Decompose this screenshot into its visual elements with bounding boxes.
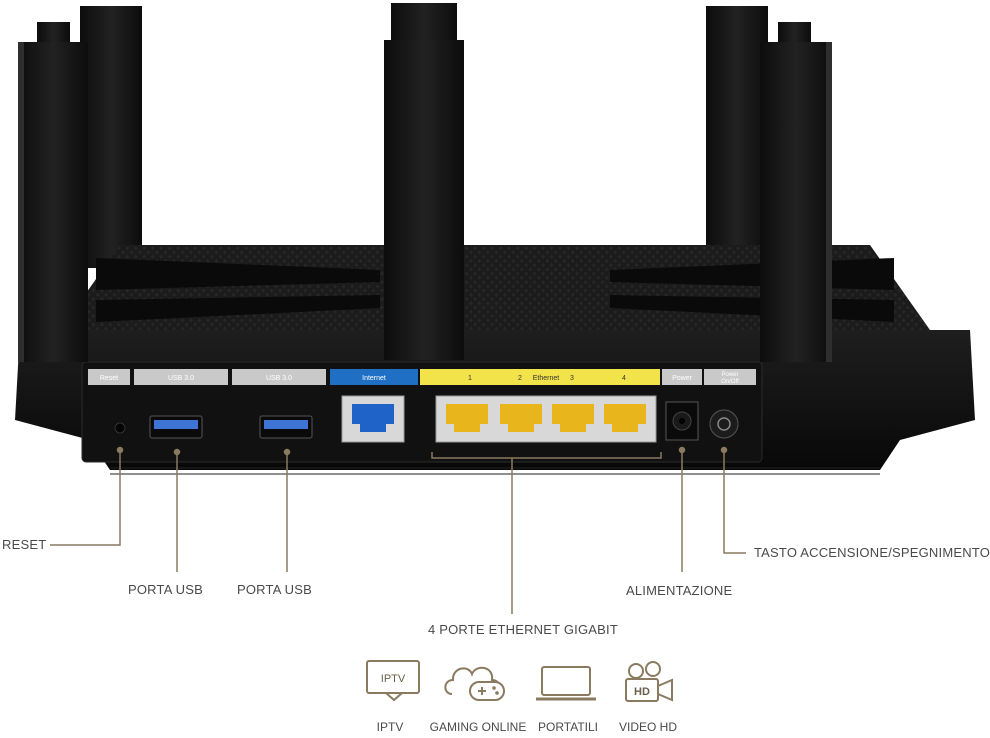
label-usb2: USB 3.0	[266, 375, 292, 382]
feature-label-video: VIDEO HD	[618, 720, 678, 734]
antenna-front-right	[760, 42, 832, 362]
antenna-front-left	[18, 42, 88, 362]
tv-icon: IPTV	[366, 660, 420, 702]
base-vents	[110, 467, 880, 475]
label-eth2: 2	[518, 375, 522, 382]
callout-reset: RESET	[2, 537, 47, 552]
callout-lines	[50, 446, 746, 614]
label-eth3: 3	[570, 375, 574, 382]
feature-label-gaming: GAMING ONLINE	[429, 720, 527, 734]
label-usb1: USB 3.0	[168, 375, 194, 382]
reset-hole	[114, 422, 126, 434]
label-reset: Reset	[100, 375, 118, 382]
callout-ethernet: 4 PORTE ETHERNET GIGABIT	[428, 622, 618, 637]
antenna-front-center	[384, 40, 464, 360]
wan-port	[341, 395, 405, 443]
cloud-gamepad-icon	[444, 666, 505, 701]
usb-port-1	[149, 415, 203, 439]
label-power-onoff-1: Power	[721, 372, 738, 378]
callout-usb-1: PORTA USB	[128, 582, 204, 597]
label-power-onoff-2: On/Off	[721, 379, 739, 385]
feature-label-laptop: PORTATILI	[537, 720, 599, 734]
usb-port-2	[259, 415, 313, 439]
callout-power: ALIMENTAZIONE	[626, 583, 733, 598]
label-eth1: 1	[468, 375, 472, 382]
callout-usb-2: PORTA USB	[237, 582, 313, 597]
label-ethernet: Ethernet	[533, 375, 560, 382]
lan-ports	[435, 395, 657, 443]
tv-icon-text: IPTV	[381, 673, 406, 685]
callout-power-button: TASTO ACCENSIONE/SPEGNIMENTO	[754, 545, 990, 560]
video-camera-icon: HD	[625, 661, 673, 702]
label-eth4: 4	[622, 375, 626, 382]
antenna-back-mid-right	[706, 6, 768, 268]
port-label-strip: Reset USB 3.0 USB 3.0 Internet 1 2 Ether…	[88, 369, 756, 385]
power-jack	[665, 401, 699, 441]
video-icon-text: HD	[634, 686, 650, 698]
label-internet: Internet	[362, 375, 386, 382]
label-power: Power	[672, 375, 693, 382]
laptop-icon	[536, 666, 596, 701]
antenna-back-mid-left	[80, 6, 142, 268]
power-button	[709, 409, 739, 439]
feature-label-iptv: IPTV	[376, 720, 404, 734]
